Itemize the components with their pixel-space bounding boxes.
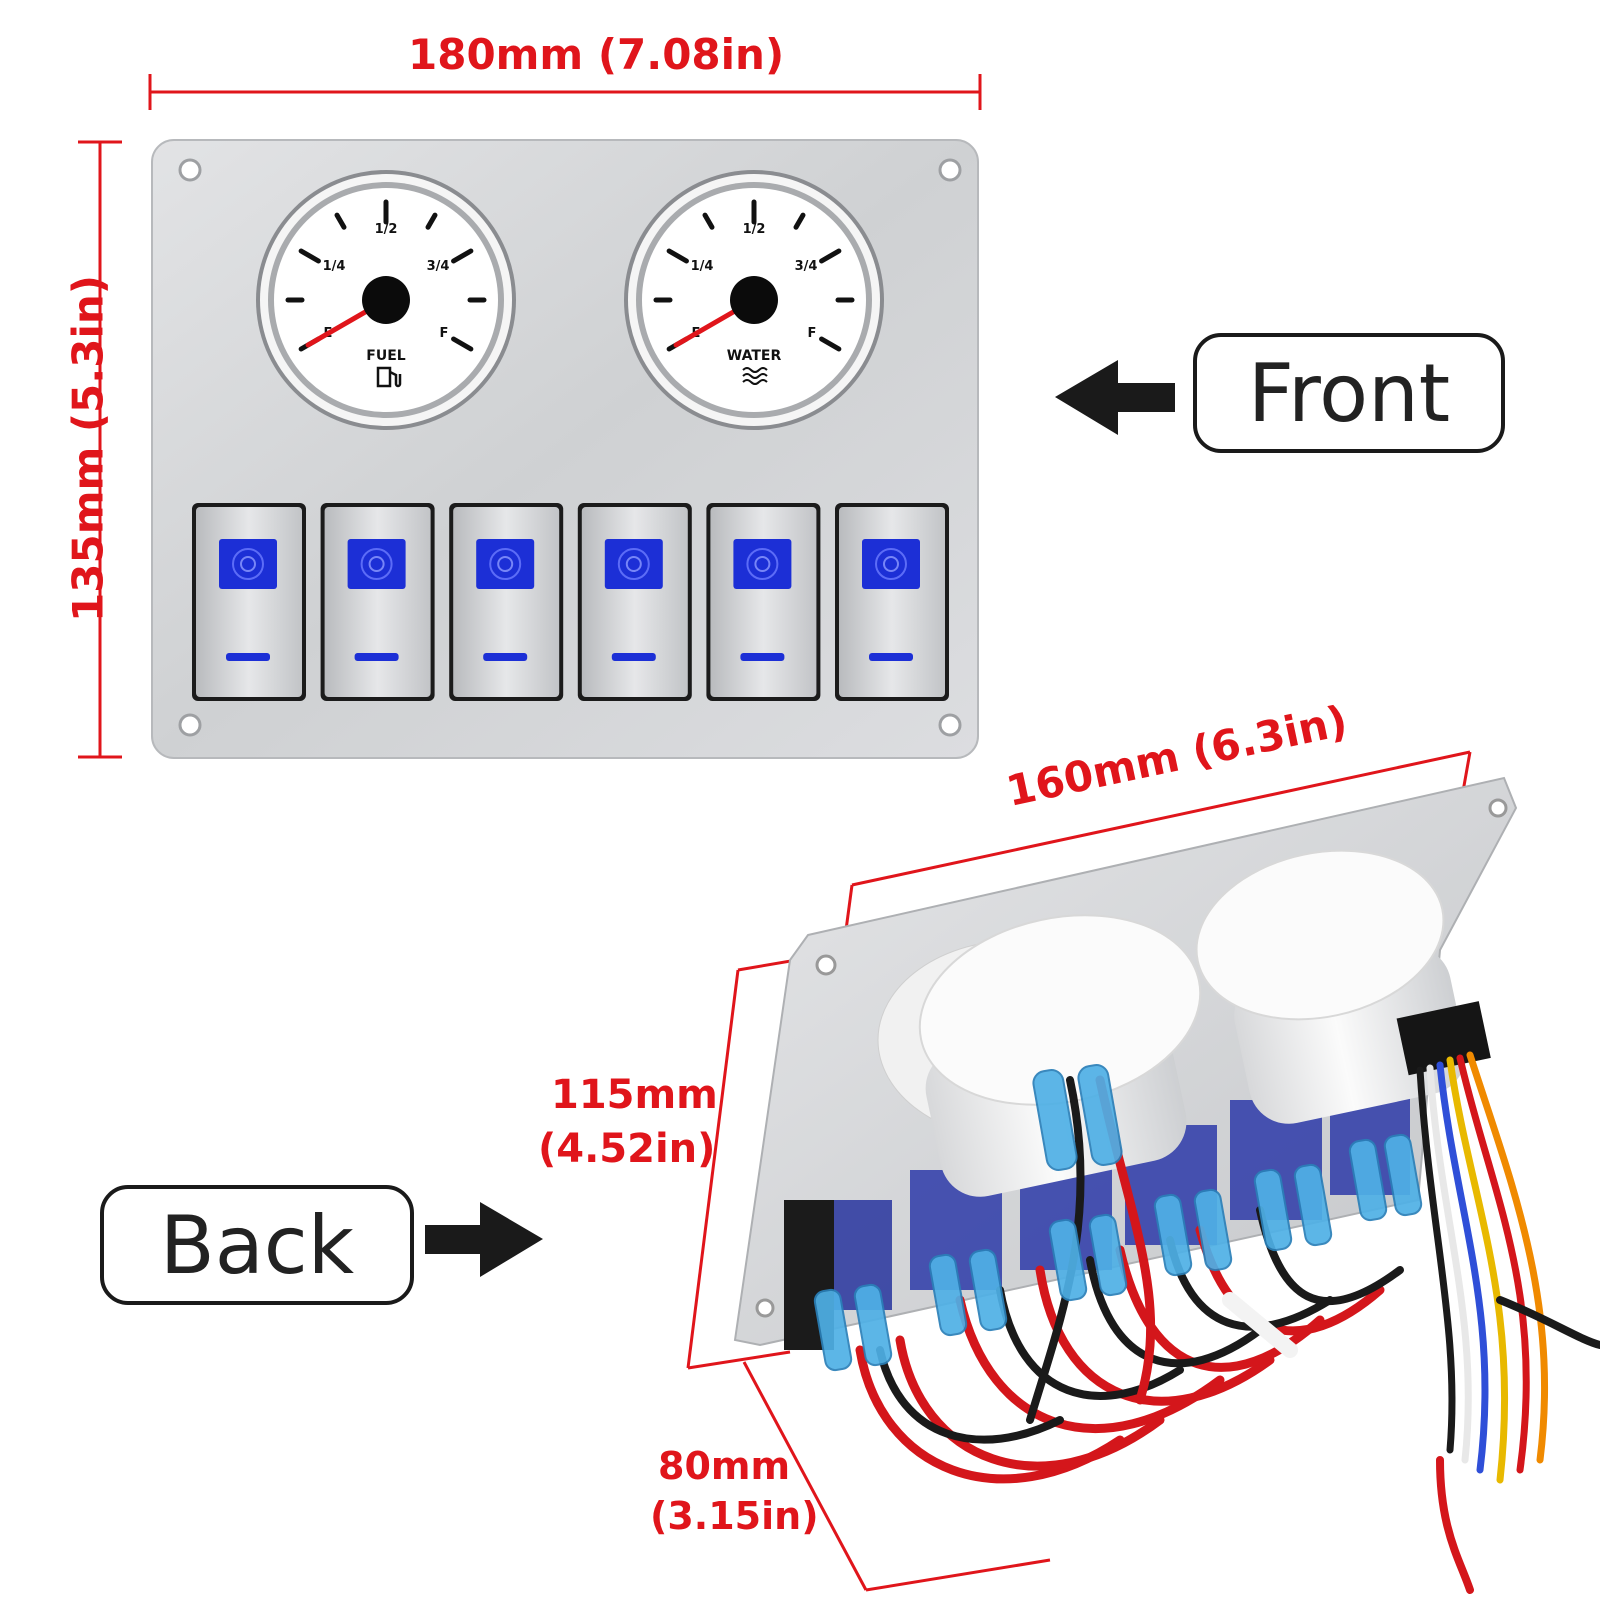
- switch-icon-window: [219, 539, 277, 589]
- gauge-tick: [819, 336, 842, 352]
- gauge-name: FUEL: [366, 348, 405, 364]
- back-height-label-mm: 115mm: [551, 1072, 718, 1118]
- gauge-tick: [451, 248, 474, 264]
- gauge-tick: [425, 212, 438, 230]
- back-depth-label-mm: 80mm: [658, 1444, 791, 1488]
- switch-symbol-icon: [489, 548, 522, 580]
- gauge-label-half: 1/2: [375, 222, 398, 237]
- gauge-tick: [298, 248, 321, 264]
- back-label-box: Back: [100, 1185, 414, 1305]
- mounting-holes: [178, 158, 962, 737]
- switch-icon-window: [733, 539, 792, 589]
- gauge-hub: [362, 276, 410, 324]
- switch-led-bar: [869, 653, 913, 661]
- rocker-switch[interactable]: [192, 503, 306, 701]
- front-width-label: 180mm (7.08in): [408, 30, 785, 79]
- front-label-box: Front: [1193, 333, 1505, 453]
- gauge-label-full: F: [808, 326, 817, 341]
- back-height-label-in: (4.52in): [538, 1126, 716, 1172]
- switch-symbol-inner: [883, 556, 899, 572]
- gauge-label-three-quarter: 3/4: [427, 259, 450, 274]
- switch-symbol-inner: [625, 556, 642, 572]
- switch-symbol-icon: [360, 548, 393, 580]
- rocker-switch[interactable]: [449, 503, 564, 701]
- gauge-hub: [730, 276, 778, 324]
- rocker-switch[interactable]: [320, 503, 435, 701]
- crimp-connectors: [813, 1064, 1423, 1372]
- gauge-label-quarter: 1/4: [691, 259, 714, 274]
- switch-symbol-icon: [617, 548, 650, 580]
- gauge-tick: [334, 212, 347, 230]
- switch-led-bar: [226, 653, 270, 661]
- water-gauge-back: [1195, 849, 1491, 1124]
- gauge-tick: [793, 212, 806, 230]
- back-mounting-hole-icon: [815, 954, 837, 976]
- gauge-tick: [819, 248, 842, 264]
- switch-symbol-inner: [754, 556, 771, 572]
- switch-icon-window: [862, 539, 920, 589]
- gauge-label-half: 1/2: [743, 222, 766, 237]
- gauge-name: WATER: [727, 348, 782, 364]
- switch-led-bar: [354, 653, 399, 661]
- switch-symbol-icon: [746, 548, 779, 580]
- switch-icon-window: [347, 539, 406, 589]
- wiring-harness: [855, 1051, 1600, 1594]
- switch-led-bar: [483, 653, 528, 661]
- switch-led-bar: [611, 653, 656, 661]
- switch-symbol-icon: [875, 548, 907, 580]
- gauge-label-three-quarter: 3/4: [795, 259, 818, 274]
- gauge-tick: [666, 248, 689, 264]
- rocker-switch[interactable]: [835, 503, 949, 701]
- gauge-label-full: F: [440, 326, 449, 341]
- switch-led-bar: [740, 653, 785, 661]
- fuel-pump-icon: [376, 366, 402, 388]
- switch-symbol-icon: [232, 548, 264, 580]
- front-label: Front: [1247, 346, 1451, 440]
- switch-symbol-inner: [368, 556, 385, 572]
- gauge-tick: [702, 212, 715, 230]
- gauge-tick: [451, 336, 474, 352]
- water-waves-icon: [742, 367, 768, 385]
- gauge-label-quarter: 1/4: [323, 259, 346, 274]
- switch-icon-window: [604, 539, 663, 589]
- rocker-switch[interactable]: [577, 503, 692, 701]
- rocker-switch[interactable]: [706, 503, 821, 701]
- back-depth-label-in: (3.15in): [650, 1494, 819, 1538]
- switch-symbol-inner: [497, 556, 514, 572]
- switch-icon-window: [476, 539, 535, 589]
- back-label: Back: [159, 1198, 355, 1292]
- switch-symbol-inner: [240, 556, 256, 572]
